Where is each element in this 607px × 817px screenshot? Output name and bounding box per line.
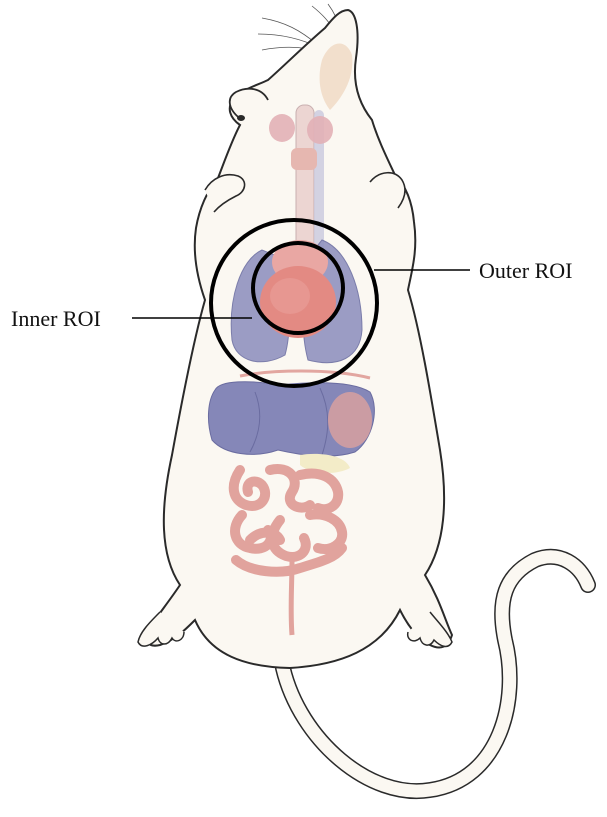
- heart-highlight: [270, 278, 310, 314]
- left-gland: [269, 114, 295, 142]
- colon: [291, 560, 292, 635]
- right-gland: [307, 116, 333, 144]
- outer-roi-label: Outer ROI: [479, 258, 572, 283]
- mouse-eye: [237, 115, 245, 121]
- inner-roi-label: Inner ROI: [11, 306, 101, 331]
- stomach: [328, 392, 372, 448]
- larynx: [291, 148, 317, 170]
